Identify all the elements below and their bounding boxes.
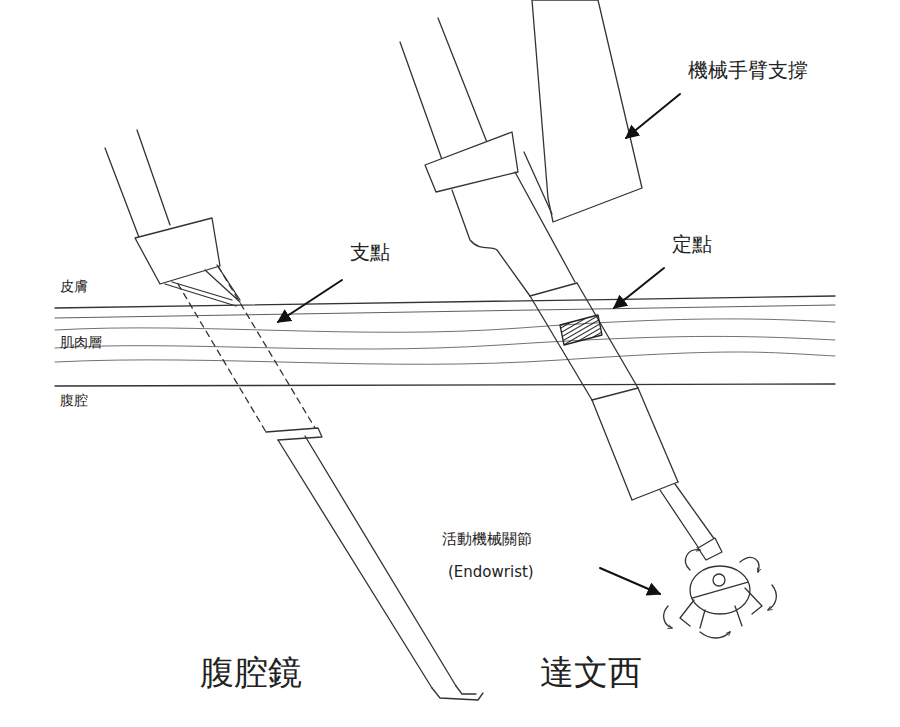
laparoscope — [105, 130, 483, 700]
instrument-caption: 達文西 — [540, 652, 642, 693]
layer-label: 肌肉層 — [60, 334, 102, 351]
callout-label: (Endowrist) — [448, 563, 534, 581]
callout-label: 支點 — [350, 240, 390, 264]
callout-label: 活動機械關節 — [442, 530, 532, 548]
layer-label: 腹腔 — [60, 392, 88, 409]
tissue-layers — [55, 296, 835, 386]
leader-arrows — [278, 94, 680, 594]
callout-label: 定點 — [672, 232, 712, 256]
da-vinci-instrument — [400, 0, 776, 638]
callout-label: 機械手臂支撐 — [688, 58, 808, 82]
instrument-caption: 腹腔鏡 — [200, 652, 302, 693]
layer-label: 皮膚 — [60, 278, 88, 295]
